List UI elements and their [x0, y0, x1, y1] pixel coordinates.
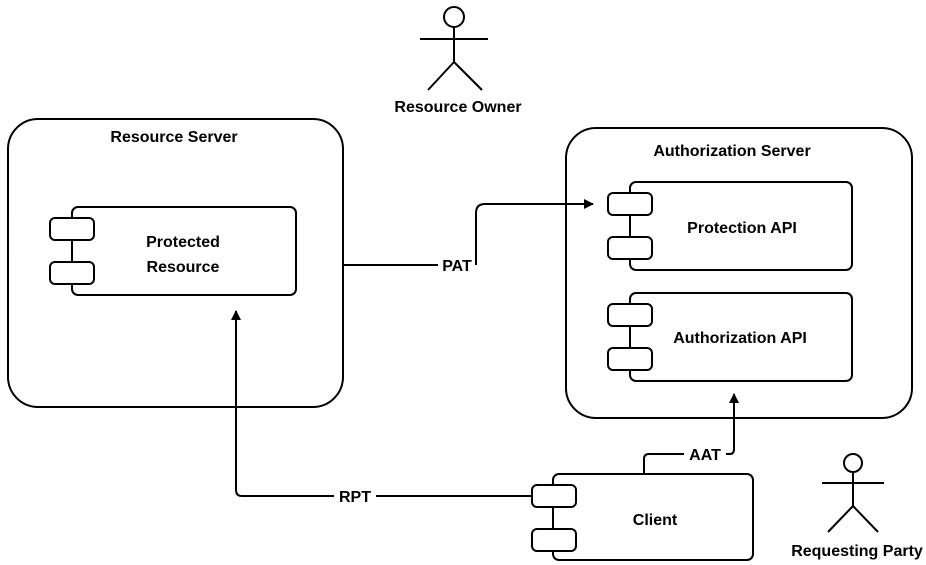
resource-owner-actor: Resource Owner: [394, 6, 522, 116]
protected-resource-component: Protected Resource: [49, 206, 297, 296]
resource-owner-label: Resource Owner: [394, 99, 521, 116]
protected-resource-box: [71, 206, 297, 296]
authorization-api-box: [629, 292, 853, 382]
requesting-party-left-leg: [827, 505, 854, 533]
client-box: [552, 473, 754, 561]
client-component: Client: [531, 473, 754, 561]
protection-api-port-top: [607, 192, 653, 216]
protected-resource-port-top: [49, 217, 95, 241]
resource-owner-head: [443, 6, 465, 28]
protected-resource-label-line1: Protected: [146, 234, 220, 251]
aat-connector: AAT: [643, 394, 734, 474]
resource-server-title: Resource Server: [110, 129, 237, 146]
requesting-party-label: Requesting Party: [791, 543, 923, 560]
protection-api-label: Protection API: [687, 220, 797, 237]
pat-connector: PAT: [343, 204, 593, 275]
authorization-api-port-top: [607, 303, 653, 327]
authorization-api-port-bottom: [607, 347, 653, 371]
resource-owner-right-leg: [453, 61, 483, 91]
aat-label: AAT: [689, 447, 721, 464]
protected-resource-label-line2: Resource: [147, 259, 220, 276]
authorization-api-label: Authorization API: [673, 330, 807, 347]
requesting-party-head: [843, 453, 863, 473]
rpt-label: RPT: [339, 489, 371, 506]
authorization-server: Authorization Server Protection API Auth…: [565, 127, 913, 419]
requesting-party-right-leg: [852, 505, 879, 533]
client-port-top: [531, 484, 577, 508]
authorization-server-title: Authorization Server: [653, 143, 810, 160]
authorization-api-component: Authorization API: [607, 292, 853, 382]
protection-api-box: [629, 181, 853, 271]
pat-label: PAT: [442, 258, 472, 275]
resource-server: Resource Server Protected Resource: [7, 118, 344, 408]
pat-connector-line: [343, 204, 593, 266]
rpt-connector-line: [236, 311, 532, 497]
resource-owner-left-leg: [427, 61, 455, 91]
requesting-party-actor: Requesting Party: [791, 453, 923, 560]
aat-connector-line: [643, 394, 734, 474]
rpt-connector: RPT: [236, 311, 532, 506]
client-port-bottom: [531, 528, 577, 552]
protection-api-port-bottom: [607, 236, 653, 260]
client-label: Client: [633, 512, 678, 529]
protection-api-component: Protection API: [607, 181, 853, 271]
protected-resource-port-bottom: [49, 261, 95, 285]
